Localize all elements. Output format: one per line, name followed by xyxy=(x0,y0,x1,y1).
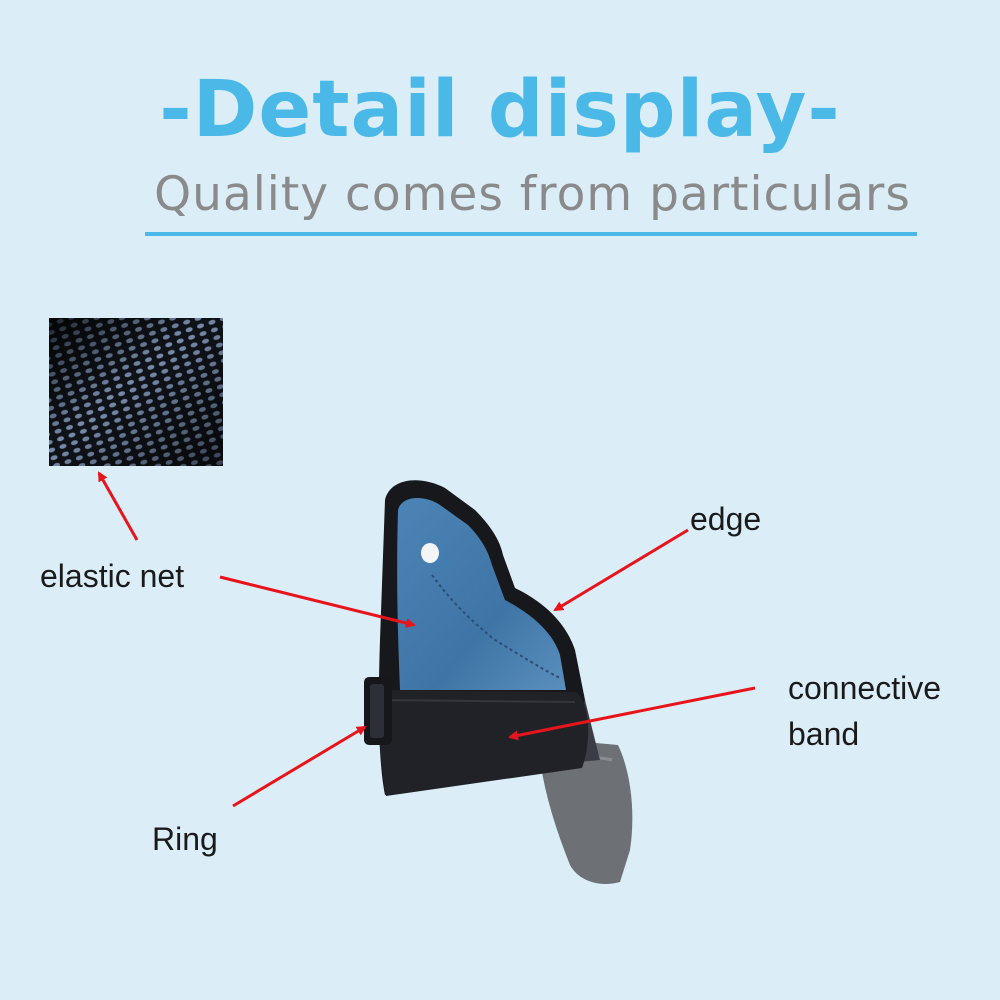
label-connective-line1: connective xyxy=(788,670,941,706)
arrow-edge xyxy=(553,528,689,612)
page-title: -Detail display- xyxy=(159,65,841,155)
label-elastic-net: elastic net xyxy=(40,558,185,594)
label-connective-band: connective band xyxy=(788,665,941,757)
arrow-to-mesh-image xyxy=(97,471,139,541)
arrow-ring xyxy=(232,725,367,808)
callout-arrows xyxy=(97,471,756,808)
mesh-detail-image xyxy=(49,318,223,466)
arrow-connective-band xyxy=(508,686,756,741)
wrist-support-product xyxy=(364,480,633,885)
title-underline xyxy=(145,232,917,236)
arrow-elastic-net xyxy=(219,575,416,628)
page-subtitle: Quality comes from particulars xyxy=(154,167,911,222)
label-ring: Ring xyxy=(152,821,218,857)
label-edge: edge xyxy=(690,501,762,537)
label-connective-line2: band xyxy=(788,716,860,752)
